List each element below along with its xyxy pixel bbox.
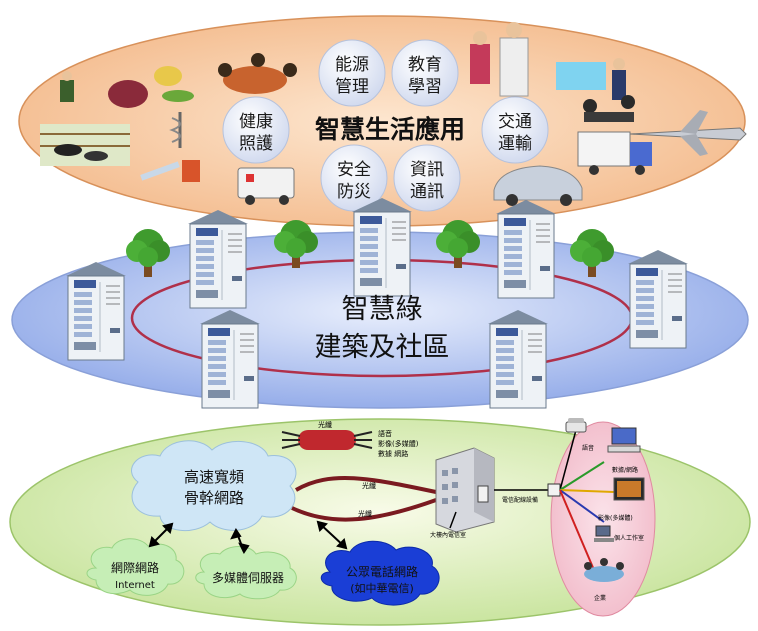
ambulance-illustration: [237, 167, 295, 205]
car-illustration: [493, 165, 583, 206]
family-dinner-illustration: [218, 53, 297, 94]
green-building-icon: [627, 249, 689, 349]
truck-illustration: [577, 131, 652, 175]
bubble-transport-line1: 交通: [498, 112, 532, 132]
smart-living-title: 智慧生活應用: [315, 115, 465, 144]
distribution-box: [547, 483, 561, 497]
fiber-low-label: 光纖: [358, 509, 372, 518]
bubble-transport[interactable]: 交通 運輸: [481, 96, 549, 164]
backbone-cloud[interactable]: 高速寬頻 骨幹網路: [131, 440, 297, 532]
bubble-education-line1: 教育: [408, 55, 442, 75]
farm-scene-illustration: [40, 71, 130, 166]
green-building-icon: [495, 199, 557, 299]
signal-voice-label: 語音: [378, 429, 392, 438]
bubble-health-line1: 健康: [239, 112, 273, 132]
bubble-info-line1: 資訊: [410, 160, 444, 180]
fiber-mid-label: 光纖: [362, 481, 376, 490]
computer-icon: [607, 427, 641, 453]
green-building-icon: [487, 309, 549, 409]
phone-icon: [565, 418, 587, 433]
airplane-illustration: [629, 110, 747, 156]
device-video-label: 影像(多媒體): [598, 514, 633, 522]
bubble-info[interactable]: 資訊 通訊: [393, 144, 461, 212]
line-personal: [559, 489, 605, 523]
signal-data-label: 數據 網路: [378, 449, 408, 458]
green-building-icon: [199, 309, 261, 409]
line-voice: [559, 429, 577, 491]
office-building-icon: [435, 447, 495, 533]
tv-icon: [613, 477, 645, 501]
fiber-line-lower: [291, 498, 437, 522]
bubble-energy[interactable]: 能源 管理: [318, 39, 386, 107]
pstn-cloud[interactable]: 公眾電話網路 (如中華電信): [320, 540, 440, 606]
workstation-icon: [594, 525, 614, 542]
telecom-room-pointer: [449, 511, 457, 529]
fiber-line-upper: [294, 476, 437, 494]
device-data-label: 數據/網路: [612, 466, 638, 474]
backbone-line1: 高速寬頻: [184, 468, 244, 486]
bubble-health[interactable]: 健康 照護: [222, 96, 290, 164]
distribution-label: 電信配線設備: [502, 496, 538, 504]
classroom-illustration: [556, 58, 635, 122]
bubble-energy-line1: 能源: [335, 55, 369, 75]
device-business-label: 企業: [594, 594, 606, 602]
green-building-icon: [187, 209, 249, 309]
pstn-line2: (如中華電信): [350, 581, 414, 595]
bubble-transport-line2: 運輸: [498, 134, 532, 154]
bubble-education[interactable]: 教育 學習: [391, 39, 459, 107]
backbone-line2: 骨幹網路: [184, 489, 244, 507]
line-video: [559, 489, 615, 493]
line-data: [559, 461, 605, 491]
connection-arrows: [148, 520, 348, 554]
telecom-room-label: 大樓內電信室: [430, 531, 466, 539]
line-business: [559, 489, 595, 571]
bubble-energy-line2: 管理: [335, 77, 369, 97]
device-personal-label: 個人工作室: [614, 534, 644, 542]
bubble-education-line2: 學習: [408, 77, 442, 97]
bubble-health-line2: 照護: [239, 134, 273, 154]
meeting-icon: [584, 558, 624, 582]
bubble-safety[interactable]: 安全 防災: [320, 144, 388, 212]
end-user-zone: [550, 421, 656, 617]
device-voice-label: 語音: [582, 444, 594, 452]
bubble-safety-line1: 安全: [337, 160, 371, 180]
media-server-cloud[interactable]: 多媒體伺服器: [195, 546, 297, 600]
internet-line2: Internet: [115, 580, 155, 591]
bubble-info-line2: 通訊: [410, 182, 444, 202]
green-building-title-line2: 建築及社區: [315, 332, 450, 363]
medical-illustration: [140, 112, 200, 182]
internet-cloud[interactable]: 網際網路 Internet: [86, 538, 185, 596]
fiber-cable-icon: [281, 430, 373, 450]
signal-video-label: 影像(多媒體): [378, 439, 419, 448]
green-building-title-line1: 智慧綠: [342, 294, 423, 325]
food-illustration: [108, 66, 194, 108]
green-building-icon: [65, 261, 127, 361]
media-server-label: 多媒體伺服器: [212, 571, 284, 585]
pstn-line1: 公眾電話網路: [346, 564, 418, 579]
teacher-student-illustration: [470, 22, 529, 97]
internet-line1: 網際網路: [111, 560, 159, 575]
bubble-safety-line2: 防災: [337, 182, 371, 202]
fiber-top-label: 光纖: [318, 420, 332, 429]
green-building-icon: [351, 197, 413, 297]
